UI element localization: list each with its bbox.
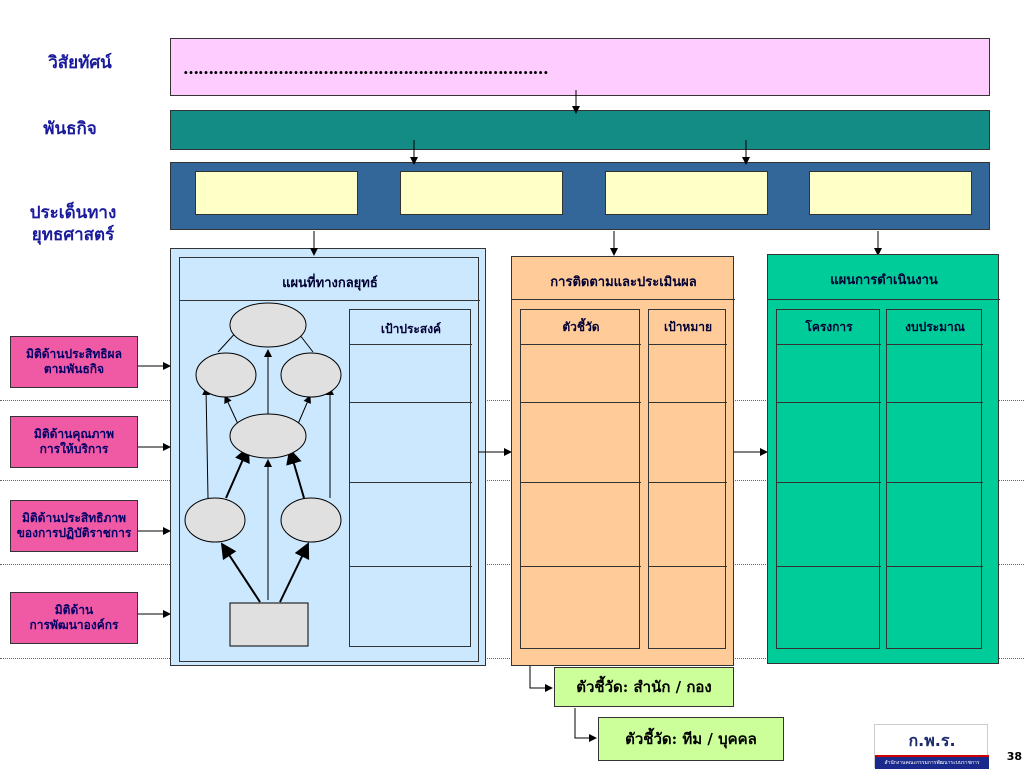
objective-row-divider-2 bbox=[350, 402, 472, 403]
mission-label: พันธกิจ bbox=[43, 119, 97, 139]
project-row-divider-3 bbox=[777, 482, 881, 483]
objective-row-divider-3 bbox=[350, 482, 472, 483]
target-column: เป้าหมาย bbox=[648, 309, 727, 649]
budget-header: งบประมาณ bbox=[905, 320, 965, 334]
strategy-node-right-2 bbox=[280, 497, 342, 543]
indicator-column: ตัวชี้วัด bbox=[520, 309, 641, 649]
strategic-issues-band bbox=[170, 162, 990, 230]
perspective-efficiency-line2: ของการปฏิบัติราชการ bbox=[16, 526, 132, 540]
target-row-divider-3 bbox=[649, 482, 727, 483]
perspective-effectiveness: มิติด้านประสิทธิผลตามพันธกิจ bbox=[10, 336, 138, 388]
monitoring-title-divider bbox=[512, 299, 735, 300]
page-number: 38 bbox=[1006, 750, 1022, 763]
strategy-map-panel: แผนที่ทางกลยุทธ์ เป้าประสงค์ bbox=[170, 248, 486, 666]
project-column: โครงการ bbox=[776, 309, 881, 649]
perspective-org-development: มิติด้านการพัฒนาองค์กร bbox=[10, 592, 138, 644]
perspective-efficiency-line1: มิติด้านประสิทธิภาพ bbox=[21, 511, 127, 525]
budget-column: งบประมาณ bbox=[886, 309, 983, 649]
perspective-effectiveness-line1: มิติด้านประสิทธิผล bbox=[26, 347, 122, 361]
logo-subtext: สำนักงานคณะกรรมการพัฒนาระบบราชการ bbox=[884, 760, 980, 766]
project-row-divider-1 bbox=[777, 344, 881, 345]
perspective-service-quality-line1: มิติด้านคุณภาพ bbox=[33, 427, 115, 441]
strategic-issue-box-3 bbox=[605, 171, 768, 215]
vision-label: วิสัยทัศน์ bbox=[48, 53, 112, 73]
budget-row-divider-4 bbox=[887, 566, 983, 567]
strategy-node-top bbox=[229, 302, 307, 348]
perspective-efficiency: มิติด้านประสิทธิภาพของการปฏิบัติราชการ bbox=[10, 500, 138, 552]
indicator-row-divider-3 bbox=[521, 482, 641, 483]
target-row-divider-1 bbox=[649, 344, 727, 345]
strategic-issue-box-1 bbox=[195, 171, 358, 215]
target-row-divider-4 bbox=[649, 566, 727, 567]
project-row-divider-4 bbox=[777, 566, 881, 567]
strategy-node-right-1 bbox=[280, 352, 342, 398]
monitoring-panel: การติดตามและประเมินผล ตัวชี้วัด เป้าหมาย bbox=[511, 256, 735, 666]
indicator-row-divider-2 bbox=[521, 402, 641, 403]
indicator-row-divider-1 bbox=[521, 344, 641, 345]
kpi-team-box: ตัวชี้วัด: ทีม / บุคคล bbox=[598, 717, 784, 761]
action-plan-title: แผนการดำเนินงาน bbox=[830, 273, 938, 288]
strategic-issue-label-line2: ยุทธศาสตร์ bbox=[31, 225, 115, 245]
strategy-map-title-divider bbox=[180, 300, 480, 301]
project-header: โครงการ bbox=[805, 320, 853, 334]
strategy-node-left-1 bbox=[195, 352, 257, 398]
perspective-service-quality-line2: การให้บริการ bbox=[39, 442, 109, 456]
strategic-issue-label-line1: ประเด็นทาง bbox=[29, 203, 117, 223]
action-plan-title-divider bbox=[768, 299, 1000, 300]
project-row-divider-2 bbox=[777, 402, 881, 403]
action-plan-panel: แผนการดำเนินงาน โครงการ งบประมาณ bbox=[767, 254, 1000, 664]
objective-column: เป้าประสงค์ bbox=[349, 309, 472, 647]
kpi-office-box: ตัวชี้วัด: สำนัก / กอง bbox=[554, 667, 734, 707]
objective-row-divider-4 bbox=[350, 566, 472, 567]
objective-row-divider-1 bbox=[350, 344, 472, 345]
opdc-logo: ก.พ.ร. สำนักงานคณะกรรมการพัฒนาระบบราชการ bbox=[874, 724, 989, 769]
vision-text: …………………………………………………….………… bbox=[183, 59, 549, 78]
indicator-row-divider-4 bbox=[521, 566, 641, 567]
strategic-issue-box-2 bbox=[400, 171, 563, 215]
target-row-divider-2 bbox=[649, 402, 727, 403]
logo-text: ก.พ.ร. bbox=[908, 731, 956, 750]
budget-row-divider-3 bbox=[887, 482, 983, 483]
perspective-service-quality: มิติด้านคุณภาพการให้บริการ bbox=[10, 416, 138, 468]
vision-box: …………………………………………………….………… bbox=[170, 38, 990, 96]
strategy-node-base bbox=[229, 602, 309, 647]
indicator-header: ตัวชี้วัด bbox=[562, 320, 600, 334]
perspective-org-development-line1: มิติด้าน bbox=[54, 603, 94, 617]
objective-header: เป้าประสงค์ bbox=[380, 322, 442, 336]
budget-row-divider-1 bbox=[887, 344, 983, 345]
strategic-issue-box-4 bbox=[809, 171, 972, 215]
logo-band: สำนักงานคณะกรรมการพัฒนาระบบราชการ bbox=[875, 755, 989, 769]
strategy-map-title: แผนที่ทางกลยุทธ์ bbox=[282, 276, 378, 291]
perspective-effectiveness-line2: ตามพันธกิจ bbox=[43, 362, 105, 376]
strategy-map-inner: แผนที่ทางกลยุทธ์ bbox=[179, 257, 480, 662]
strategy-node-left-2 bbox=[184, 497, 246, 543]
perspective-org-development-line2: การพัฒนาองค์กร bbox=[29, 618, 119, 632]
strategy-node-middle bbox=[229, 413, 307, 459]
mission-box bbox=[170, 110, 990, 150]
monitoring-title: การติดตามและประเมินผล bbox=[550, 275, 697, 290]
strategic-issue-label: ประเด็นทาง ยุทธศาสตร์ bbox=[18, 202, 128, 246]
target-header: เป้าหมาย bbox=[663, 320, 713, 334]
budget-row-divider-2 bbox=[887, 402, 983, 403]
